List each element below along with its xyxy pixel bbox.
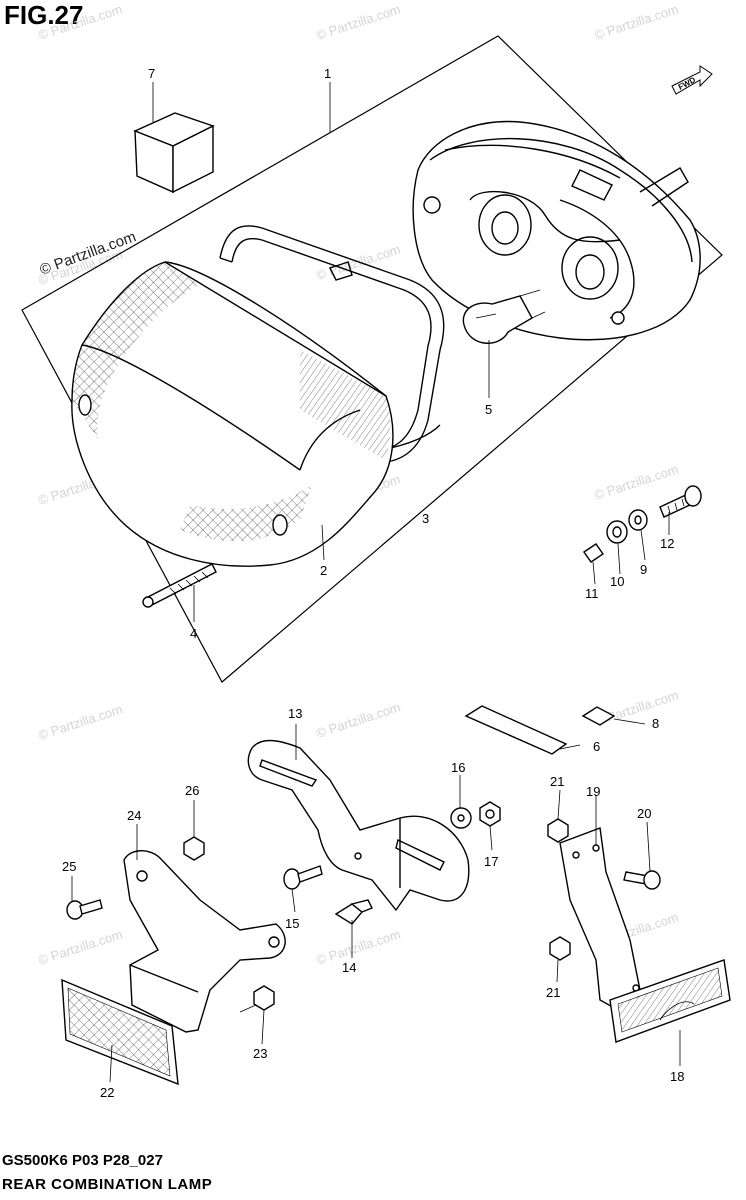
callout-4: 4 [190, 626, 197, 641]
part-11-collar [583, 543, 604, 563]
part-9-washer [628, 509, 648, 531]
callout-21-upper: 21 [550, 774, 564, 789]
part-8-pad [581, 706, 616, 726]
callout-15: 15 [285, 916, 299, 931]
watermark: © Partzilla.com [36, 927, 124, 968]
watermark: © Partzilla.com [36, 2, 124, 43]
callout-2: 2 [320, 563, 327, 578]
callout-23: 23 [253, 1046, 267, 1061]
callout-3: 3 [422, 511, 429, 526]
fwd-arrow-icon: FWD [671, 65, 713, 95]
part-15-screw [283, 865, 323, 890]
callout-6: 6 [593, 739, 600, 754]
callout-26: 26 [185, 783, 199, 798]
assembly-outline [21, 35, 723, 683]
part-21-nut-upper [547, 818, 569, 843]
part-23-nut [253, 985, 275, 1011]
part-7-relay [133, 112, 215, 194]
part-5-bulb [462, 289, 546, 344]
leader-lines [71, 82, 681, 1083]
watermark: © Partzilla.com [592, 462, 680, 503]
callout-22: 22 [100, 1085, 114, 1100]
callout-7: 7 [148, 66, 155, 81]
part-10-grommet [606, 520, 628, 544]
exploded-view: © Partzilla.com © Partzilla.com © Partzi… [21, 2, 731, 1100]
callout-11: 11 [585, 586, 599, 601]
part-4-long-screw [142, 563, 217, 608]
watermark: © Partzilla.com [314, 927, 402, 968]
part-21-nut-lower [549, 936, 571, 961]
callout-9: 9 [640, 562, 647, 577]
callout-16: 16 [451, 760, 465, 775]
part-24-bracket [123, 850, 286, 1033]
callout-8: 8 [652, 716, 659, 731]
watermark: © Partzilla.com [592, 2, 680, 43]
part-12-bolt [659, 485, 702, 518]
part-25-screw [66, 899, 103, 920]
part-14-small-bulb [334, 899, 373, 925]
part-2-gasket [219, 225, 445, 464]
part-1-lamp-housing [412, 120, 701, 341]
callout-25-label: 25 [62, 859, 76, 874]
model-code: GS500K6 P03 P28_027 [2, 1152, 163, 1169]
assembly-name: REAR COMBINATION LAMP [2, 1176, 213, 1193]
callout-21-lower: 21 [546, 985, 560, 1000]
callout-18: 18 [670, 1069, 684, 1084]
callout-20: 20 [637, 806, 651, 821]
part-16-washer [450, 807, 472, 829]
part-18-reflector [609, 959, 731, 1043]
part-22-reflector [61, 978, 179, 1086]
watermark: © Partzilla.com [314, 2, 402, 43]
part-3-lens [71, 261, 394, 567]
callout-13: 13 [288, 706, 302, 721]
part-19-bracket [559, 827, 641, 1011]
callout-12: 12 [660, 536, 674, 551]
callout-24: 24 [127, 808, 141, 823]
callout-14: 14 [342, 960, 356, 975]
callout-10: 10 [610, 574, 624, 589]
part-17-nut [479, 801, 501, 827]
watermark: © Partzilla.com [314, 700, 402, 741]
part-26-nut [183, 836, 205, 861]
part-20-screw [623, 870, 661, 890]
callout-19: 19 [586, 784, 600, 799]
watermark: © Partzilla.com [36, 702, 124, 743]
part-13-bracket [247, 739, 470, 912]
callout-1: 1 [324, 66, 331, 81]
callout-labels: 1 2 3 4 5 6 7 8 9 10 11 12 13 14 15 16 1… [62, 66, 684, 1100]
part-6-tape [464, 705, 568, 755]
callout-17: 17 [484, 854, 498, 869]
callout-5: 5 [485, 402, 492, 417]
figure-title: FIG.27 [4, 0, 84, 30]
